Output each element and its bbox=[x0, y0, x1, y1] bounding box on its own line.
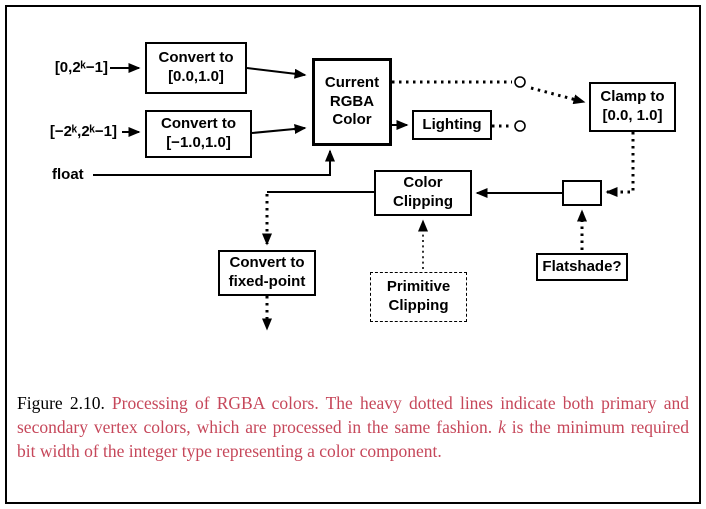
figure-frame bbox=[5, 5, 701, 504]
caption-text-before-k: Processing of RGBA colors. The heavy dot… bbox=[17, 393, 689, 437]
caption-text-after-k: is the minimum required bit width of the… bbox=[17, 416, 689, 461]
arrow-convert11-to-rgba bbox=[251, 124, 307, 134]
box-text-line: Color bbox=[403, 174, 443, 192]
box-text-line: Convert to bbox=[158, 49, 234, 67]
convert-to-neg11-box: Convert to [−1.0,1.0] bbox=[145, 110, 252, 158]
box-text-line: Clamp to bbox=[600, 88, 665, 106]
box-text-line: Current bbox=[324, 73, 380, 91]
primitive-clipping-box: Primitive Clipping bbox=[370, 272, 467, 322]
current-rgba-color-box: Current RGBA Color bbox=[312, 58, 392, 146]
arrow-convert01-to-rgba bbox=[246, 67, 307, 79]
box-text-line: [−1.0,1.0] bbox=[166, 134, 231, 151]
box-text-line: fixed-point bbox=[228, 273, 306, 290]
box-text-line: Convert to bbox=[161, 115, 236, 133]
figure-caption-number: Figure 2.10. bbox=[17, 393, 105, 413]
box-text-line: RGBA bbox=[329, 92, 375, 110]
flatshade-question-box: Flatshade? bbox=[536, 253, 628, 281]
box-text-line: Flatshade? bbox=[542, 257, 622, 275]
box-text-line: Lighting bbox=[422, 115, 482, 133]
switch-contact-upper-circle bbox=[514, 76, 526, 88]
dotted-switch-arm-to-clamp bbox=[530, 86, 586, 105]
convert-to-01-box: Convert to [0.0,1.0] bbox=[145, 42, 247, 94]
box-text-line: Primitive bbox=[386, 278, 451, 296]
color-clipping-box: Color Clipping bbox=[374, 170, 472, 216]
box-text-line: Convert to bbox=[229, 254, 305, 272]
box-text-line: Clipping bbox=[393, 193, 453, 210]
arrow-float-to-rgba bbox=[93, 149, 335, 176]
flatshade-select-box bbox=[562, 180, 602, 206]
caption-k-variable: k bbox=[498, 416, 506, 437]
float-label: float bbox=[52, 166, 84, 183]
figure-caption: Figure 2.10.Processing of RGBA colors. T… bbox=[17, 392, 689, 464]
unsigned-range-label: [0,2ᵏ−1] bbox=[54, 59, 108, 76]
lighting-box: Lighting bbox=[412, 110, 492, 140]
box-text-line: Color bbox=[332, 111, 372, 129]
switch-contact-lower-circle bbox=[514, 120, 526, 132]
convert-to-fixed-point-box: Convert to fixed-point bbox=[218, 250, 316, 296]
box-text-line: [0.0, 1.0] bbox=[602, 107, 663, 124]
box-text-line: [0.0,1.0] bbox=[168, 68, 224, 85]
box-text-line: Clipping bbox=[388, 297, 449, 314]
clamp-box: Clamp to [0.0, 1.0] bbox=[589, 82, 676, 132]
dotted-clamp-to-flatshade-box bbox=[605, 132, 635, 197]
signed-range-label: [−2ᵏ,2ᵏ−1] bbox=[49, 123, 117, 140]
